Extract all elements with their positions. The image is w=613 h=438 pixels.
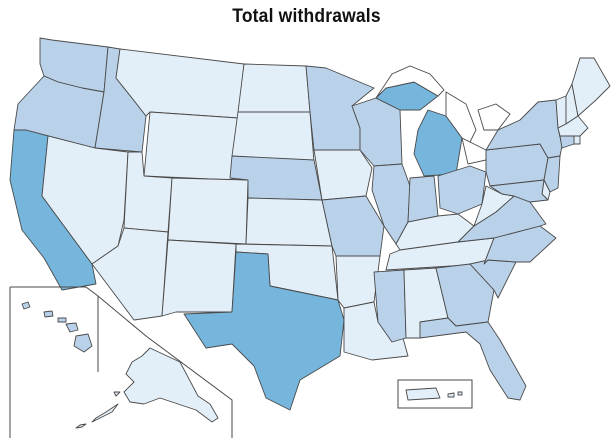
- state-hawaii[interactable]: [21, 301, 93, 353]
- state-puerto-rico[interactable]: [405, 387, 441, 401]
- state-arkansas[interactable]: [335, 255, 381, 309]
- state-arizona[interactable]: [91, 227, 169, 321]
- state-maine[interactable]: [571, 57, 611, 117]
- state-maryland[interactable]: [489, 179, 549, 203]
- state-colorado[interactable]: [167, 177, 249, 245]
- state-vermont[interactable]: [555, 95, 567, 129]
- puerto-rico-island-small: [447, 392, 455, 398]
- state-mississippi[interactable]: [373, 269, 407, 343]
- state-north-dakota[interactable]: [237, 63, 311, 113]
- state-south-dakota[interactable]: [231, 111, 315, 163]
- map-title: Total withdrawals: [232, 6, 381, 27]
- puerto-rico-frame: [397, 379, 473, 409]
- state-rhode-island[interactable]: [573, 135, 581, 145]
- state-alaska[interactable]: [75, 347, 219, 429]
- state-kansas[interactable]: [245, 197, 333, 247]
- state-nevada[interactable]: [41, 135, 129, 265]
- state-texas[interactable]: [183, 251, 345, 411]
- state-connecticut[interactable]: [559, 135, 575, 149]
- state-california[interactable]: [9, 129, 97, 291]
- state-pennsylvania[interactable]: [485, 143, 549, 187]
- state-florida[interactable]: [419, 317, 527, 401]
- inset-frame: [10, 286, 233, 438]
- state-wyoming[interactable]: [143, 111, 239, 181]
- puerto-rico-island-tiny: [457, 391, 463, 396]
- state-new-jersey[interactable]: [543, 155, 561, 193]
- state-iowa[interactable]: [313, 149, 373, 201]
- great-lakes: [375, 65, 511, 165]
- state-new-mexico[interactable]: [161, 239, 237, 317]
